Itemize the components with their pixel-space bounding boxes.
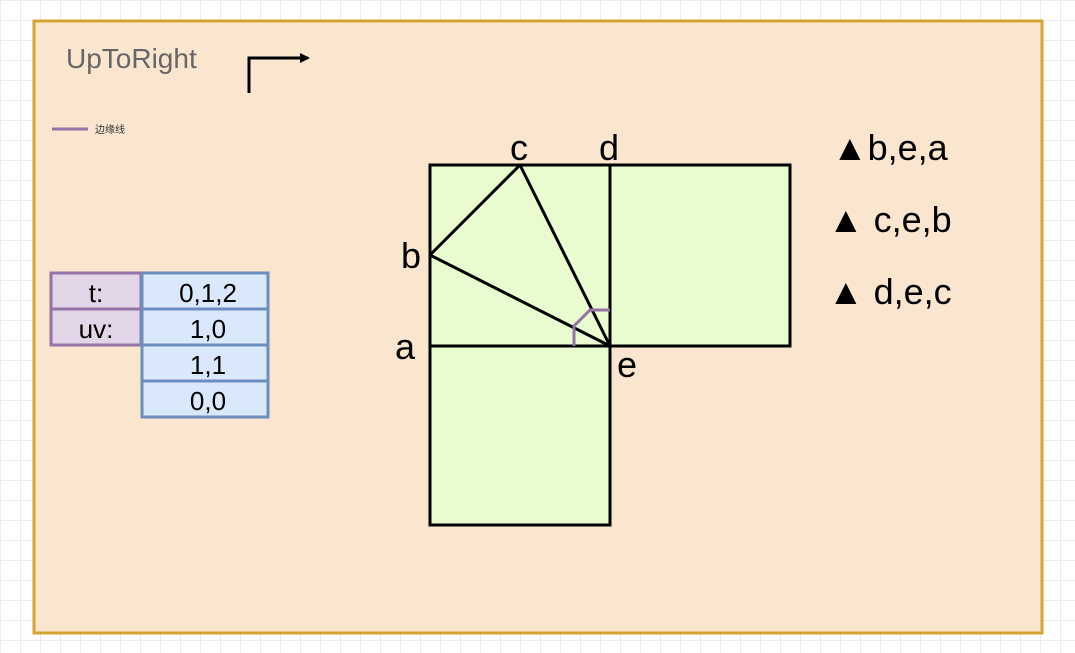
table-label-cell-uv — [49, 307, 143, 347]
diagram-title[interactable]: UpToRight — [66, 43, 197, 74]
point-label-e: e — [617, 344, 637, 385]
line-b-to-e[interactable] — [429, 253, 611, 348]
triangle-list-item[interactable]: ▲ c,e,b — [828, 199, 952, 240]
point-label-a: a — [395, 326, 416, 367]
line-c-to-e[interactable] — [518, 164, 612, 347]
triangle-list-item[interactable]: ▲ d,e,c — [828, 271, 952, 312]
square-bottom[interactable] — [428, 344, 612, 527]
table-value-cell — [140, 271, 270, 311]
point-label-b: b — [401, 235, 421, 276]
table-label-cell-t — [49, 271, 143, 311]
point-label-c: c — [510, 127, 528, 168]
triangle-list-item[interactable]: ▲b,e,a — [832, 127, 949, 168]
legend-label: 边缘线 — [95, 123, 125, 136]
line-c-to-b[interactable] — [428, 163, 522, 257]
edge-marker[interactable] — [572, 308, 610, 346]
table-value-t: 0,1,2 — [179, 278, 237, 308]
uv-table[interactable]: t: uv: 0,1,2 1,0 1,1 0,0 — [49, 271, 270, 419]
table-value-uv-1: 1,1 — [190, 350, 226, 380]
table-value-cell — [140, 343, 270, 383]
square-top-right[interactable] — [608, 163, 792, 348]
up-to-right-arrow-icon[interactable] — [247, 53, 310, 93]
table-value-cell — [140, 379, 270, 419]
table-label-uv: uv: — [79, 314, 114, 344]
square-top-left[interactable] — [428, 163, 612, 348]
table-value-cell — [140, 307, 270, 347]
legend[interactable]: 边缘线 — [52, 123, 125, 136]
table-value-uv-2: 0,0 — [190, 386, 226, 416]
point-label-d: d — [599, 127, 619, 168]
table-value-uv-0: 1,0 — [190, 314, 226, 344]
table-label-t: t: — [89, 278, 103, 308]
